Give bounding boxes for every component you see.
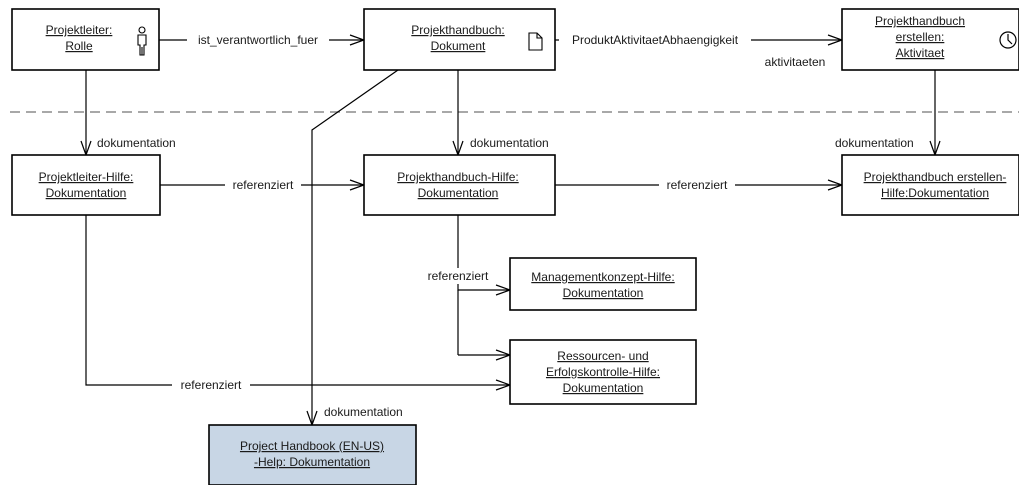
document-icon [528,32,543,51]
edge-doku-ph[interactable]: dokumentation [458,70,549,155]
svg-text:Managementkonzept-Hilfe:: Managementkonzept-Hilfe: [531,270,674,284]
edge-doku-pl[interactable]: dokumentation [86,70,176,155]
clock-icon [999,31,1017,49]
edge-label-ref-ph-mk: referenziert [428,269,489,283]
node-ressourcen-erfolgskontrolle-hilfe[interactable]: Ressourcen- und Erfolgskontrolle-Hilfe: … [509,339,697,405]
svg-text:Aktivitaet: Aktivitaet [896,46,945,60]
svg-text:Dokumentation: Dokumentation [563,381,644,395]
edge-ref-ph-phe[interactable]: referenziert [555,177,842,193]
node-projekthandbuch-erstellen-aktivitaet[interactable]: Projekthandbuch erstellen: Aktivitaet [841,8,1019,71]
edge-ref-ph-mk-rek[interactable]: referenziert [420,215,510,355]
node-projekthandbuch-erstellen-hilfe[interactable]: Projekthandbuch erstellen- Hilfe:Dokumen… [841,154,1019,216]
edge-ref-pl-ph[interactable]: referenziert [160,177,364,193]
edge-label-ref-ph-phe: referenziert [667,178,728,192]
svg-text:Projekthandbuch erstellen-: Projekthandbuch erstellen- [864,170,1007,184]
edge-verantwortlich[interactable]: ist_verantwortlich_fuer [159,32,364,48]
svg-text:Dokumentation: Dokumentation [418,186,499,200]
svg-text:Dokumentation: Dokumentation [46,186,127,200]
svg-text:Dokument: Dokument [431,39,486,53]
edge-ref-pl-rek[interactable]: referenziert [85,215,510,393]
edge-label-abhaengigkeit: ProduktAktivitaetAbhaengigkeit [572,33,739,47]
svg-text:Projekthandbuch:: Projekthandbuch: [411,23,504,37]
svg-text:Projekthandbuch-Hilfe:: Projekthandbuch-Hilfe: [397,170,518,184]
edge-label-doku-pl: dokumentation [97,136,176,150]
edge-label-doku-phe: dokumentation [835,136,914,150]
edge-label-doku-ph: dokumentation [470,136,549,150]
edge-label-ref-pl-rek: referenziert [181,378,242,392]
svg-text:Dokumentation: Dokumentation [563,286,644,300]
node-projekthandbuch-hilfe[interactable]: Projekthandbuch-Hilfe: Dokumentation [363,154,556,216]
svg-text:-Help: Dokumentation: -Help: Dokumentation [254,455,370,469]
edge-label-aktivitaeten: aktivitaeten [765,55,826,69]
edge-label-verantwortlich: ist_verantwortlich_fuer [198,33,318,47]
person-icon [137,26,147,56]
node-projektleiter-hilfe[interactable]: Projektleiter-Hilfe: Dokumentation [11,154,161,216]
svg-text:Projektleiter-Hilfe:: Projektleiter-Hilfe: [39,170,134,184]
edge-doku-phe[interactable]: dokumentation [835,70,935,155]
edge-abhaengigkeit[interactable]: ProduktAktivitaetAbhaengigkeit aktivitae… [555,32,842,69]
svg-text:Rolle: Rolle [65,39,93,53]
svg-text:Ressourcen- und: Ressourcen- und [557,349,648,363]
svg-text:Hilfe:Dokumentation: Hilfe:Dokumentation [881,186,989,200]
svg-text:Erfolgskontrolle-Hilfe:: Erfolgskontrolle-Hilfe: [546,365,660,379]
node-projekthandbuch-dokument[interactable]: Projekthandbuch: Dokument [363,8,556,71]
edge-label-ref-pl-ph: referenziert [233,178,294,192]
svg-text:Projekthandbuch: Projekthandbuch [875,14,965,28]
node-managementkonzept-hilfe[interactable]: Managementkonzept-Hilfe: Dokumentation [509,257,697,311]
svg-text:Projektleiter:: Projektleiter: [46,23,113,37]
node-project-handbook-en-help[interactable]: Project Handbook (EN-US) -Help: Dokument… [208,424,417,485]
node-projektleiter-rolle[interactable]: Projektleiter: Rolle [11,8,160,71]
svg-text:erstellen:: erstellen: [896,30,945,44]
edge-doku-en[interactable]: dokumentation [312,69,403,425]
edge-label-doku-en: dokumentation [324,405,403,419]
svg-text:Project Handbook (EN-US): Project Handbook (EN-US) [240,439,384,453]
